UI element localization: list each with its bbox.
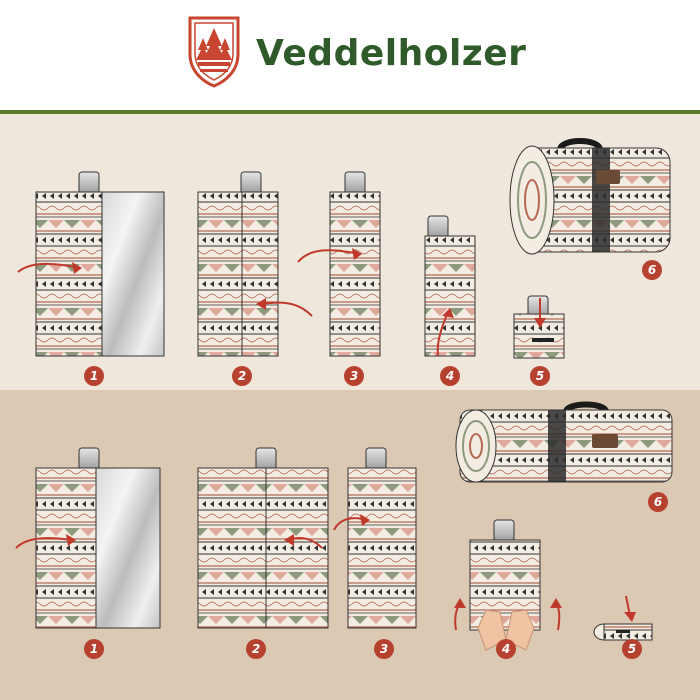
bottom-step-number-4: 4 xyxy=(496,639,516,659)
bottom-step-4-mat xyxy=(454,519,562,651)
bottom-step-number-3: 3 xyxy=(374,639,394,659)
top-step-number-3: 3 xyxy=(344,366,364,386)
bottom-step-number-6: 6 xyxy=(648,492,668,512)
forest-shield-logo-icon xyxy=(188,16,240,88)
bottom-step-number-5: 5 xyxy=(622,639,642,659)
top-step-1-mat xyxy=(17,171,165,357)
bottom-step-number-1: 1 xyxy=(84,639,104,659)
top-step-number-1: 1 xyxy=(84,366,104,386)
top-step-number-5: 5 xyxy=(530,366,550,386)
hand-right xyxy=(505,609,535,651)
bottom-step-2-mat xyxy=(197,447,329,629)
top-step-2-mat xyxy=(197,171,313,357)
top-step-number-6: 6 xyxy=(642,260,662,280)
top-step-4-mat xyxy=(424,215,476,357)
top-step-number-2: 2 xyxy=(232,366,252,386)
top-step-6-rolled-mat xyxy=(509,138,671,255)
bottom-step-5-mat xyxy=(593,595,653,641)
bottom-step-3-mat xyxy=(333,447,417,629)
top-step-3-mat xyxy=(297,171,381,357)
bottom-step-6-rolled-mat xyxy=(455,401,673,483)
bottom-step-1-mat xyxy=(15,447,161,629)
brand-name: Veddelholzer xyxy=(256,33,527,74)
top-step-5-mat xyxy=(513,295,565,359)
header: Veddelholzer xyxy=(0,0,700,112)
bottom-step-number-2: 2 xyxy=(246,639,266,659)
top-step-number-4: 4 xyxy=(440,366,460,386)
